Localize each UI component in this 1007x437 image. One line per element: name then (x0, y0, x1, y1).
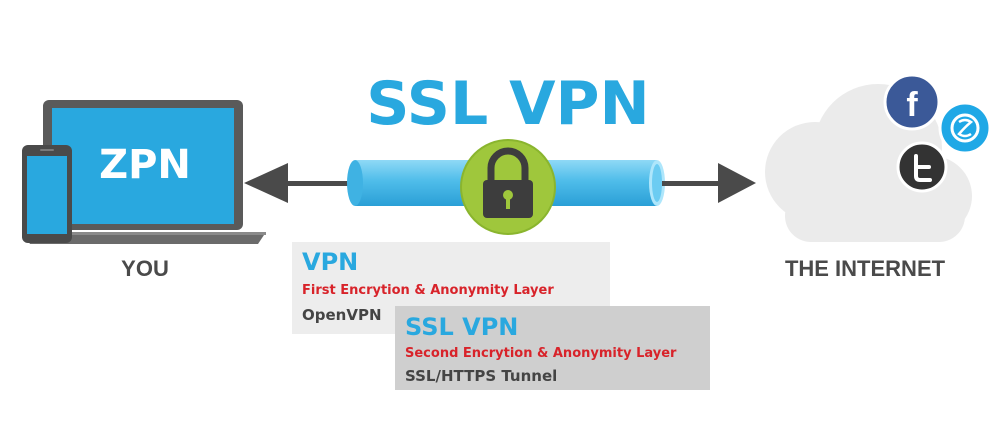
twitter-icon (896, 141, 948, 193)
ssl-layer-description: Second Encrytion & Anonymity Layer (405, 346, 677, 361)
laptop-icon (22, 100, 266, 244)
internet-caption: THE INTERNET (785, 256, 946, 281)
facebook-icon (883, 73, 941, 131)
left-arrow-icon (244, 163, 352, 203)
vpn-layer-title: VPN (302, 248, 358, 276)
facebook-glyph: f (906, 86, 918, 124)
lock-icon (460, 139, 556, 235)
ssl-layer-protocol: SSL/HTTPS Tunnel (405, 367, 557, 385)
diagram-title: SSL VPN (366, 69, 649, 139)
you-caption: YOU (121, 256, 169, 281)
phone-icon (22, 145, 72, 243)
vpn-layer-description: First Encrytion & Anonymity Layer (302, 283, 554, 298)
ssl-vpn-layer-box (395, 306, 710, 390)
right-arrow-icon (662, 163, 756, 203)
zpn-screen-label: ZPN (99, 142, 191, 188)
vpn-layer-protocol: OpenVPN (302, 306, 382, 324)
ssl-layer-title: SSL VPN (405, 313, 518, 341)
skype-icon (938, 101, 992, 155)
